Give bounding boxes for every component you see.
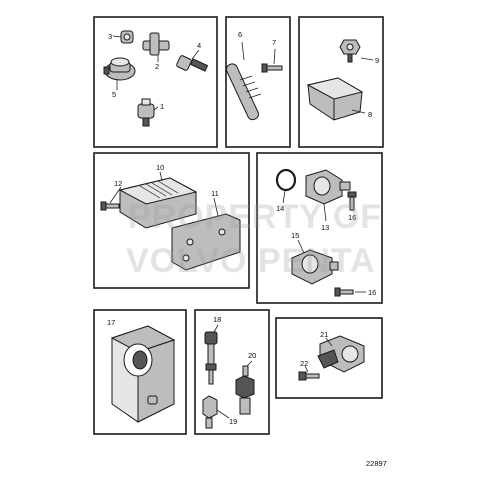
panel-parts-18-20: 18 19 20 <box>194 309 270 435</box>
part-1-sensor <box>137 98 155 127</box>
panel-parts-10-12: 10 12 11 <box>93 152 250 289</box>
callout-11: 11 <box>211 189 219 198</box>
part-12-bolt <box>100 201 120 211</box>
callout-18: 18 <box>213 315 221 324</box>
callout-1: 1 <box>160 102 164 111</box>
part-3-plug <box>120 30 134 44</box>
part-4-temperature-sender <box>176 55 209 72</box>
part-5-pressure-sender <box>103 57 136 81</box>
callout-10: 10 <box>156 163 164 172</box>
part-21-sensor <box>317 335 365 373</box>
panel-parts-13-16: 14 13 16 15 16 <box>256 152 383 304</box>
callout-16-lower: 16 <box>368 288 376 297</box>
part-8-sensor-module <box>306 77 364 121</box>
callout-9: 9 <box>375 56 379 65</box>
callout-5: 5 <box>112 90 116 99</box>
panel-part-17: 17 <box>93 309 187 435</box>
callout-14: 14 <box>276 204 284 213</box>
part-2-tee-fitting <box>142 32 170 56</box>
part-16-screw-lower <box>334 287 354 297</box>
callout-12: 12 <box>114 179 122 188</box>
part-14-o-ring <box>275 168 297 192</box>
panel-parts-8-9: 9 8 <box>298 16 384 148</box>
callout-17: 17 <box>107 318 115 327</box>
panel-parts-21-22: 21 22 <box>275 317 383 399</box>
part-15-sensor-holder <box>291 249 339 285</box>
callout-15: 15 <box>291 231 299 240</box>
callout-2: 2 <box>155 62 159 71</box>
part-22-bolt <box>298 371 320 381</box>
part-18-sender <box>204 331 218 385</box>
callout-3: 3 <box>108 32 112 41</box>
part-17-cover <box>110 325 176 423</box>
callout-4: 4 <box>197 41 201 50</box>
callout-19: 19 <box>229 417 237 426</box>
part-11-bracket <box>171 213 241 271</box>
callout-16-upper: 16 <box>348 213 356 222</box>
callout-7: 7 <box>272 38 276 47</box>
part-13-housing <box>305 169 351 205</box>
part-6-hose <box>225 63 262 121</box>
watermark-line-2: VOLVO PENTA <box>126 242 376 280</box>
callout-20: 20 <box>248 351 256 360</box>
part-7-screw <box>261 63 283 73</box>
part-20-switch <box>235 365 255 415</box>
reference-number: 22897 <box>366 459 387 468</box>
part-10-control-unit <box>118 177 198 229</box>
part-9-nut <box>339 39 361 63</box>
watermark-line-1: PROPERTY OF <box>128 198 382 236</box>
part-19-adapter <box>202 395 218 429</box>
callout-6: 6 <box>238 30 242 39</box>
panel-sensors-1-5: 3 2 4 5 1 <box>93 16 218 148</box>
panel-parts-6-7: 6 7 <box>225 16 291 148</box>
callout-22: 22 <box>300 359 308 368</box>
callout-8: 8 <box>368 110 372 119</box>
callout-13: 13 <box>321 223 329 232</box>
callout-21: 21 <box>320 330 328 339</box>
